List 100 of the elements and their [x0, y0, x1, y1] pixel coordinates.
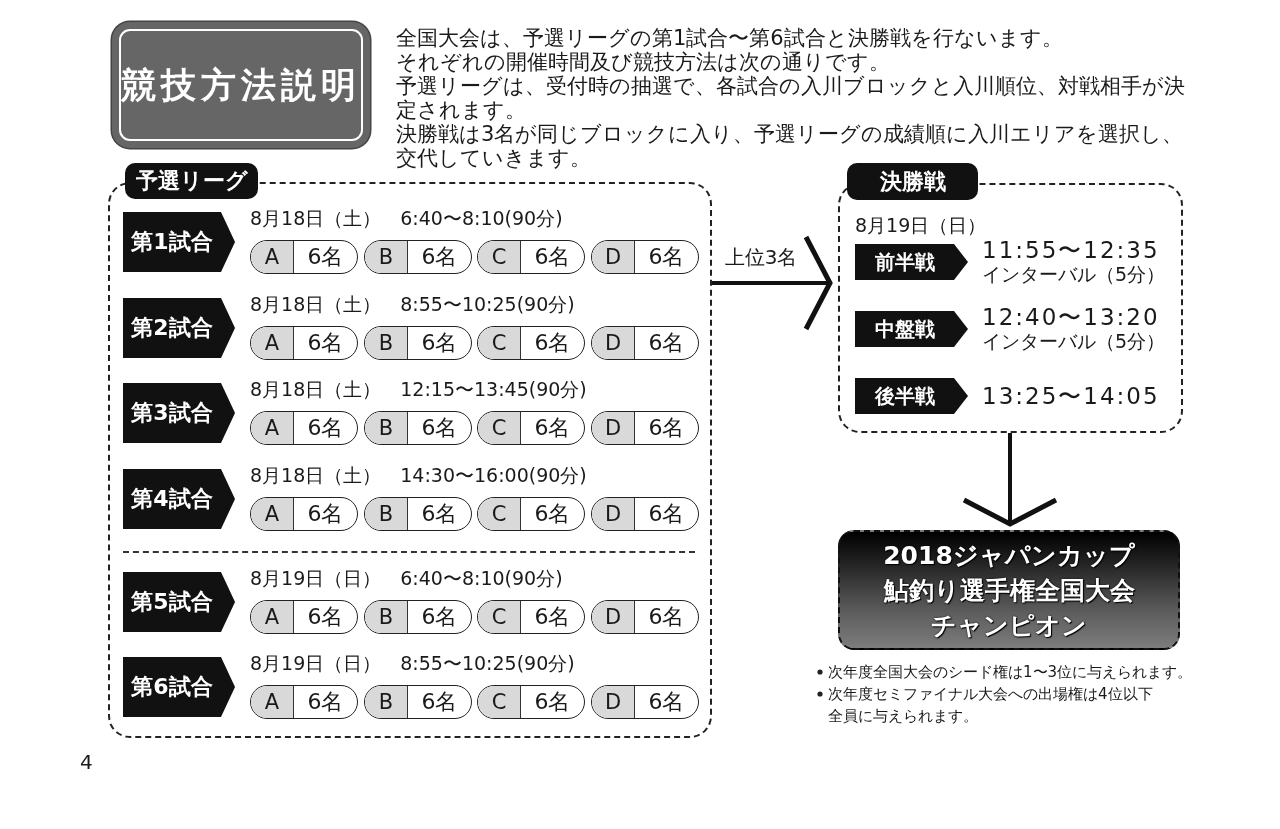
player-count: 6名 — [306, 329, 345, 357]
player-count: 6名 — [420, 414, 459, 442]
block-letter: D — [592, 327, 635, 359]
block-letter: B — [365, 601, 408, 633]
player-count: 6名 — [306, 688, 345, 716]
time-range: 12:40〜13:20 — [982, 305, 1160, 329]
time-range: 11:55〜12:35 — [982, 238, 1160, 262]
schedule-text: 8月19日（日） 8:55〜10:25(90分) — [250, 652, 575, 674]
block-pill — [477, 497, 585, 531]
block-letter: A — [251, 412, 294, 444]
player-count: 6名 — [420, 688, 459, 716]
schedule-text: 8月18日（土） 12:15〜13:45(90分) — [250, 378, 587, 400]
title-badge: 競技方法説明 — [112, 22, 370, 148]
player-count: 6名 — [306, 414, 345, 442]
player-count: 6名 — [647, 243, 686, 271]
block-pill — [477, 685, 585, 719]
player-count: 6名 — [647, 603, 686, 631]
block-letter: D — [592, 241, 635, 273]
block-pill — [591, 326, 699, 360]
player-count: 6名 — [533, 603, 572, 631]
match-tag: 第4試合 — [123, 469, 235, 529]
block-letter: A — [251, 686, 294, 718]
schedule-text: 8月18日（土） 6:40〜8:10(90分) — [250, 207, 563, 229]
interval-text: インターバル（5分） — [982, 262, 1166, 286]
block-letter: B — [365, 241, 408, 273]
player-count: 6名 — [533, 243, 572, 271]
block-letter: C — [478, 327, 521, 359]
block-pill — [250, 326, 358, 360]
player-count: 6名 — [647, 688, 686, 716]
block-letter: C — [478, 601, 521, 633]
block-letter: D — [592, 412, 635, 444]
match-tag: 第2試合 — [123, 298, 235, 358]
schedule-text: 8月18日（土） 8:55〜10:25(90分) — [250, 293, 575, 315]
note-text: 次年度セミファイナル大会への出場権は4位以下全員に与えられます。 — [828, 684, 1154, 727]
player-count: 6名 — [647, 414, 686, 442]
champion-banner: 2018ジャパンカップ鮎釣り選手権全国大会チャンピオン — [838, 530, 1180, 650]
block-pill — [364, 600, 472, 634]
player-count: 6名 — [533, 688, 572, 716]
block-letter: A — [251, 601, 294, 633]
block-pill — [250, 411, 358, 445]
block-letter: B — [365, 327, 408, 359]
player-count: 6名 — [533, 500, 572, 528]
block-pill — [591, 685, 699, 719]
block-pill — [364, 685, 472, 719]
block-letter: B — [365, 498, 408, 530]
player-count: 6名 — [420, 243, 459, 271]
block-letter: C — [478, 498, 521, 530]
block-pill — [477, 411, 585, 445]
block-pill — [250, 240, 358, 274]
block-pill — [364, 240, 472, 274]
block-letter: A — [251, 498, 294, 530]
player-count: 6名 — [306, 243, 345, 271]
schedule-text: 8月18日（土） 14:30〜16:00(90分) — [250, 464, 587, 486]
intro-text: 予選リーグは、受付時の抽選で、各試合の入川ブロックと入川順位、対戦相手が決定されます。 — [396, 74, 1186, 122]
block-pill — [591, 411, 699, 445]
schedule-text: 8月19日（日） 6:40〜8:10(90分) — [250, 567, 563, 589]
block-pill — [591, 497, 699, 531]
player-count: 6名 — [306, 500, 345, 528]
player-count: 6名 — [647, 500, 686, 528]
block-pill — [364, 411, 472, 445]
block-pill — [364, 326, 472, 360]
arrow — [961, 433, 1059, 527]
match-tag: 第6試合 — [123, 657, 235, 717]
arrow — [712, 234, 833, 332]
block-letter: D — [592, 498, 635, 530]
match-tag: 前半戦 — [855, 244, 968, 280]
section-tab: 決勝戦 — [847, 163, 978, 200]
player-count: 6名 — [306, 603, 345, 631]
block-pill — [250, 497, 358, 531]
block-letter: C — [478, 686, 521, 718]
block-letter: B — [365, 412, 408, 444]
block-pill — [364, 497, 472, 531]
player-count: 6名 — [647, 329, 686, 357]
block-letter: A — [251, 241, 294, 273]
player-count: 6名 — [533, 414, 572, 442]
match-tag: 第1試合 — [123, 212, 235, 272]
intro-text: それぞれの開催時間及び競技方法は次の通りです。 — [396, 50, 891, 74]
player-count: 6名 — [533, 329, 572, 357]
match-tag: 中盤戦 — [855, 311, 968, 347]
note-text: 次年度全国大会のシード権は1〜3位に与えられます。 — [828, 662, 1194, 683]
block-pill — [250, 600, 358, 634]
block-pill — [477, 326, 585, 360]
match-tag: 第5試合 — [123, 572, 235, 632]
block-pill — [477, 240, 585, 274]
player-count: 6名 — [420, 500, 459, 528]
block-letter: A — [251, 327, 294, 359]
date-text: 8月19日（日） — [855, 213, 987, 237]
block-letter: B — [365, 686, 408, 718]
block-letter: C — [478, 412, 521, 444]
intro-text: 全国大会は、予選リーグの第1試合〜第6試合と決勝戦を行ないます。 — [396, 26, 1064, 50]
player-count: 6名 — [420, 329, 459, 357]
match-tag: 第3試合 — [123, 383, 235, 443]
block-pill — [591, 600, 699, 634]
interval-text: インターバル（5分） — [982, 329, 1166, 353]
block-letter: D — [592, 686, 635, 718]
block-letter: C — [478, 241, 521, 273]
page-number: 4 — [80, 750, 94, 774]
player-count: 6名 — [420, 603, 459, 631]
match-tag: 後半戦 — [855, 378, 968, 414]
block-pill — [250, 685, 358, 719]
